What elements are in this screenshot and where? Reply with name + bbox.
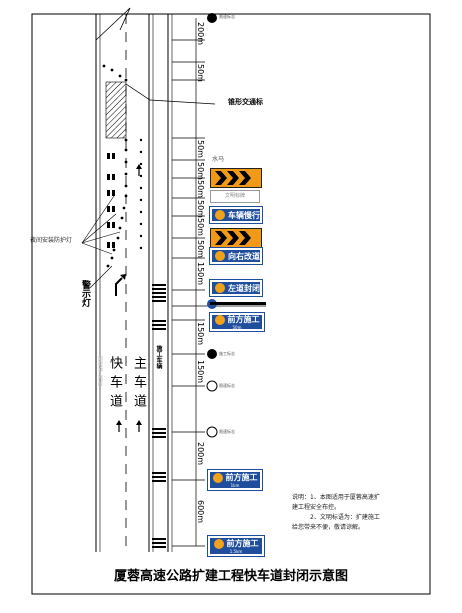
sign-detour-right: 向右改道: [210, 248, 262, 264]
water-barrier-label: 水马: [212, 156, 225, 163]
chevron-sign-1: [210, 168, 262, 188]
worker-icon: [213, 538, 224, 549]
sign-work-ahead-far: 前方施工 1.5km: [208, 536, 264, 556]
work-zone: [105, 81, 127, 139]
distance-label-10: 150m: [196, 322, 205, 346]
diagram-title: 厦蓉高速公路扩建工程快车道封闭示意图: [113, 569, 348, 584]
text-sign-board: 文明标牌: [210, 190, 260, 203]
notes-block: 说明：1、本图适用于厦蓉高速扩 建工程安全布控。 2、文明标语为：扩建施工 给您…: [292, 494, 380, 531]
distance-label-7: 50m: [196, 218, 205, 236]
distance-label-13: 600m: [196, 500, 205, 524]
distance-label-12: 200m: [196, 442, 205, 466]
sign-work-ahead-near: 前方施工 50m: [210, 313, 264, 331]
lane-stripes: [107, 153, 115, 248]
warning-icon: [215, 210, 225, 220]
distance-label-1: 200m: [196, 22, 205, 46]
chevron-sign-2: [210, 228, 262, 248]
sign-slow-down: 车辆慢行: [210, 207, 262, 223]
worker-icon: [214, 314, 225, 325]
distance-label-6: 50m: [196, 200, 205, 218]
construct-sign-caption: 施工标志: [219, 351, 235, 356]
speed-sign-caption-2: 限速标志: [219, 429, 235, 434]
vehicle-mark-label: 施工车辆: [155, 345, 162, 369]
distance-label-3: 50m: [196, 140, 205, 158]
crash-cushion-label: 锥形交通标: [228, 98, 263, 106]
rumble-strips: [152, 284, 166, 548]
closed-lane-icon: [215, 283, 225, 293]
round-sign-markers: [206, 13, 218, 438]
cone-markers: [102, 64, 128, 268]
distance-label-4: 50m: [196, 162, 205, 180]
distance-label-9: 150m: [196, 262, 205, 286]
fast-lane-label: 快车道: [107, 356, 122, 413]
distance-label-8: 50m: [196, 240, 205, 258]
night-lights-label: 夜间安装防护灯: [30, 237, 73, 244]
main-lane-label: 主车道: [131, 356, 146, 413]
sign-left-closed: 左道封闭: [210, 280, 262, 296]
distance-label-11: 150m: [196, 360, 205, 384]
distance-label-5: 50m: [196, 180, 205, 198]
worker-icon: [212, 472, 223, 483]
direction-arrows: [116, 164, 142, 432]
faint-lane-note: 同时施工路段: [97, 356, 103, 386]
top-sign-caption: 限速标志: [219, 14, 235, 19]
sign-work-ahead-mid: 前方施工 1km: [208, 470, 262, 490]
detour-icon: [215, 251, 225, 261]
warning-light-label: 警示灯: [80, 280, 90, 307]
speed-sign-caption-1: 限速标志: [219, 383, 235, 388]
distance-label-2: 50m: [196, 64, 205, 82]
